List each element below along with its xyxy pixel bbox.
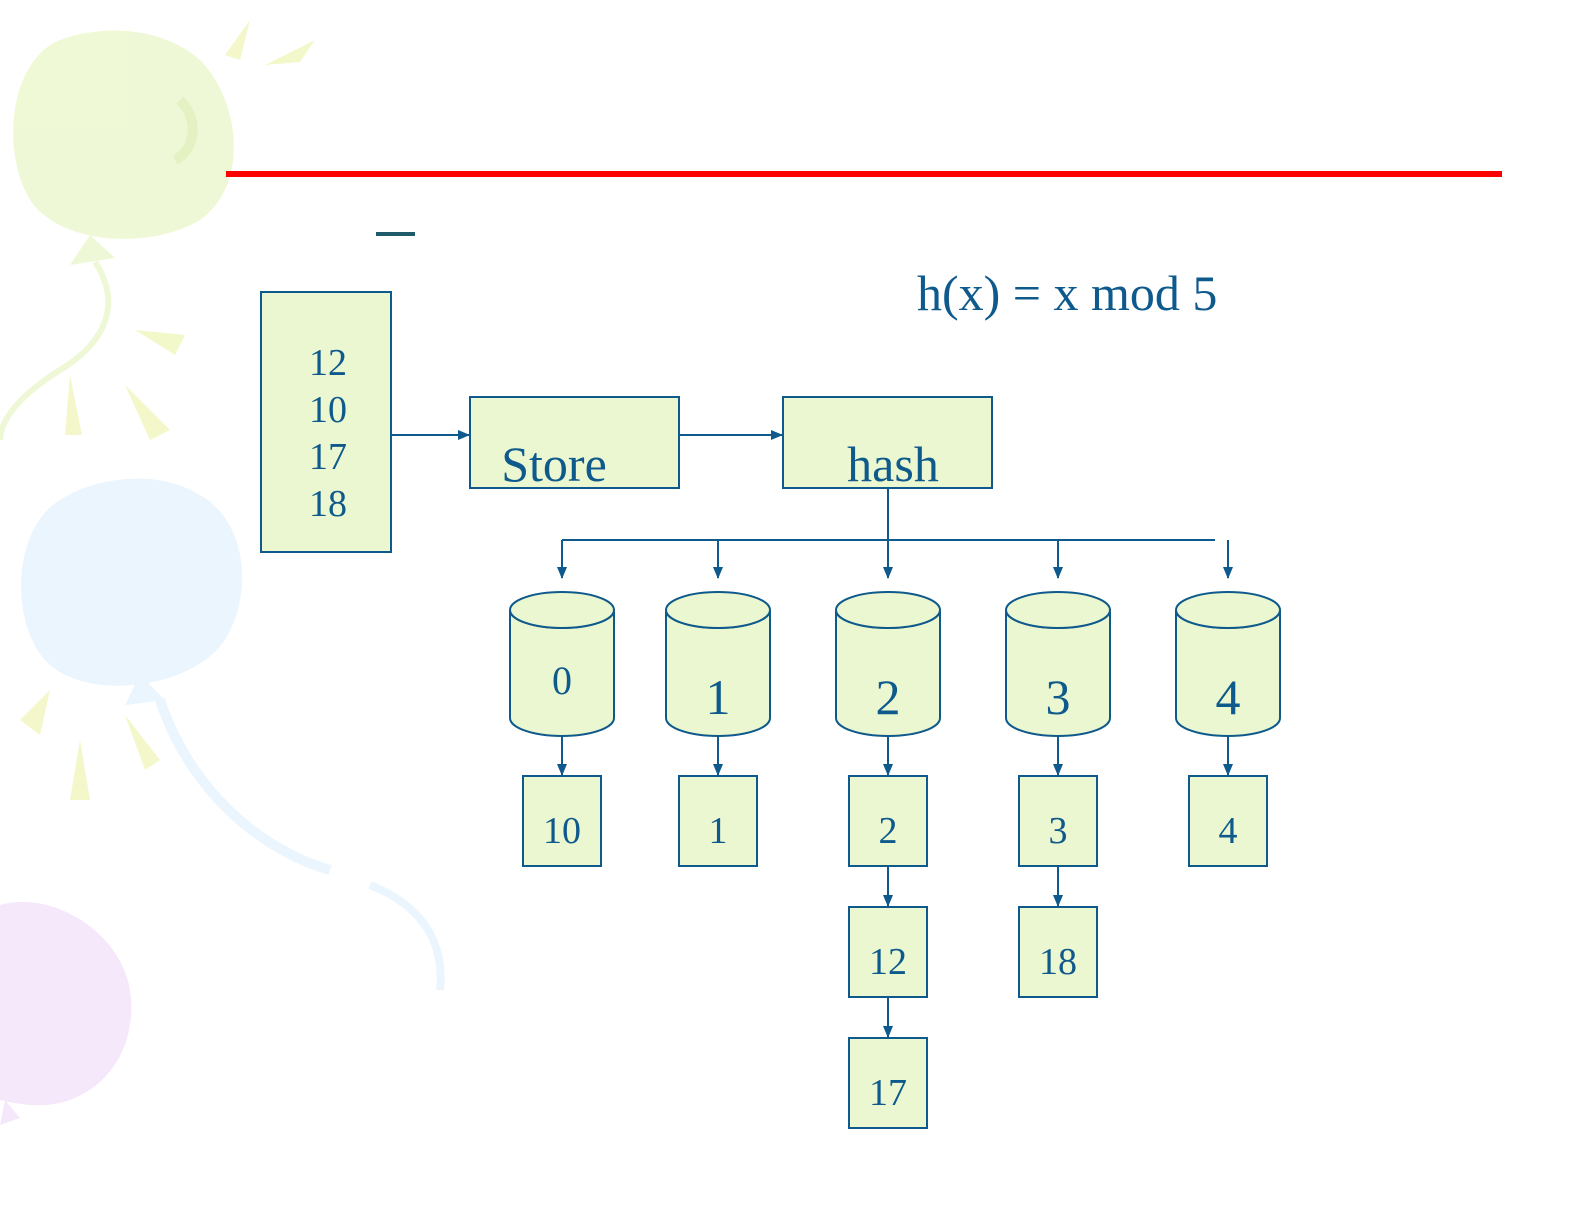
store-label: Store (501, 436, 607, 492)
chain-node-value: 10 (543, 810, 581, 852)
store-box: Store (470, 397, 679, 492)
bucket-0: 0 10 (510, 540, 614, 866)
balloon-yellow (0, 30, 234, 440)
bucket-2: 2 2 12 17 (836, 540, 940, 1128)
bucket-label: 3 (1046, 669, 1071, 725)
background-decoration (0, 20, 441, 1125)
chain-node-value: 3 (1049, 810, 1068, 852)
chain-node-value: 12 (869, 941, 907, 983)
balloon-blue (21, 479, 440, 990)
bucket-label: 0 (552, 658, 572, 703)
bucket-label: 2 (876, 669, 901, 725)
bucket-cylinder-top (1176, 592, 1280, 628)
chain-node-value: 17 (869, 1072, 907, 1114)
hash-box: hash (783, 397, 992, 492)
input-value: 12 (309, 342, 347, 384)
bucket-label: 1 (706, 669, 731, 725)
title-rule (226, 171, 1502, 177)
hash-label: hash (847, 436, 939, 492)
input-value: 18 (309, 483, 347, 525)
balloon-purple (0, 902, 131, 1125)
bucket-cylinder-top (510, 592, 614, 628)
hash-formula: h(x) = x mod 5 (917, 265, 1217, 321)
chain-node-value: 1 (709, 810, 728, 852)
input-value: 17 (309, 436, 347, 478)
bucket-cylinder-top (836, 592, 940, 628)
bucket-cylinder-top (1006, 592, 1110, 628)
chain-node-value: 18 (1039, 941, 1077, 983)
hash-distribution-lines (562, 488, 1215, 540)
bucket-cylinder-top (666, 592, 770, 628)
input-values-box: 12 10 17 18 (261, 292, 391, 552)
bucket-4: 44 (1176, 540, 1280, 866)
chain-node-value: 4 (1219, 810, 1238, 852)
bucket-label: 4 (1216, 669, 1241, 725)
bucket-1: 11 (666, 540, 770, 866)
chain-node-value: 2 (879, 810, 898, 852)
bucket-3: 3 3 18 (1006, 540, 1110, 997)
bullet-dash (376, 232, 415, 236)
input-value: 10 (309, 389, 347, 431)
